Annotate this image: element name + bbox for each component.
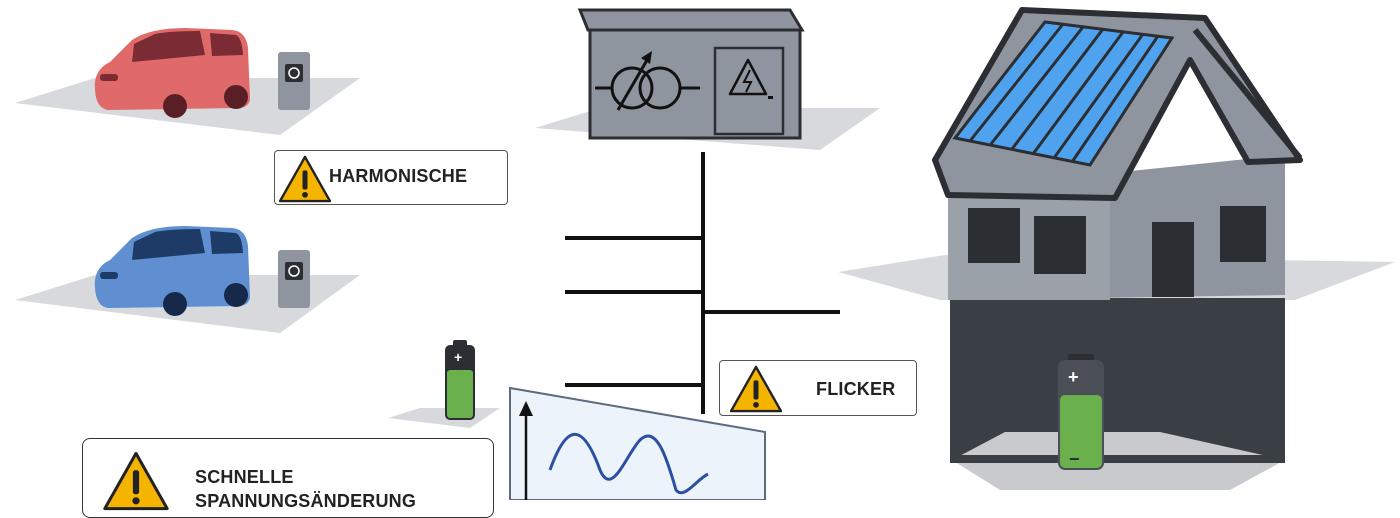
house-door [1152, 222, 1194, 297]
warning-icon [279, 155, 331, 203]
blue-car [94, 226, 250, 316]
blue-car-rear-wheel [163, 292, 187, 316]
house-windows [968, 206, 1266, 274]
flicker-warning-text: FLICKER [816, 379, 896, 399]
transformer-icon [595, 51, 700, 111]
rapid-voltage-change-warning: SCHNELLE SPANNUNGSÄNDERUNG [82, 438, 494, 518]
high-voltage-icon [728, 58, 768, 96]
blue-car-front-wheel [224, 283, 248, 307]
grid-network [565, 152, 840, 414]
blue-car-group [15, 226, 360, 333]
flicker-warning: FLICKER [719, 360, 917, 416]
harmonics-warning: HARMONISCHE [274, 150, 508, 205]
rapid-voltage-change-text: SCHNELLE [195, 467, 294, 487]
red-car [94, 28, 250, 118]
small-battery-plus: + [454, 349, 462, 365]
battery-icon: + − [1058, 354, 1104, 470]
warning-icon [103, 451, 169, 511]
harmonics-warning-text: HARMONISCHE [329, 166, 468, 186]
house-basement-back [950, 298, 1285, 455]
house: + − [838, 7, 1395, 490]
battery-icon: + [445, 340, 475, 420]
warning-icon [730, 365, 782, 413]
solar-panel-icon [952, 20, 1175, 167]
waveform-curve [548, 433, 709, 495]
charger-icon [278, 250, 310, 308]
red-car-rear-wheel [163, 94, 187, 118]
rapid-voltage-change-text-line2: SPANNUNGSÄNDERUNG [195, 491, 417, 511]
small-battery-group: + [388, 340, 500, 428]
red-car-group [15, 28, 360, 135]
house-battery-minus: − [1069, 449, 1080, 469]
power-quality-diagram: + [15, 7, 1395, 500]
transformer-station [535, 8, 880, 150]
house-battery-plus: + [1068, 367, 1079, 387]
charger-icon [278, 52, 310, 110]
voltage-waveform-panel [509, 386, 766, 500]
red-car-front-wheel [224, 85, 248, 109]
